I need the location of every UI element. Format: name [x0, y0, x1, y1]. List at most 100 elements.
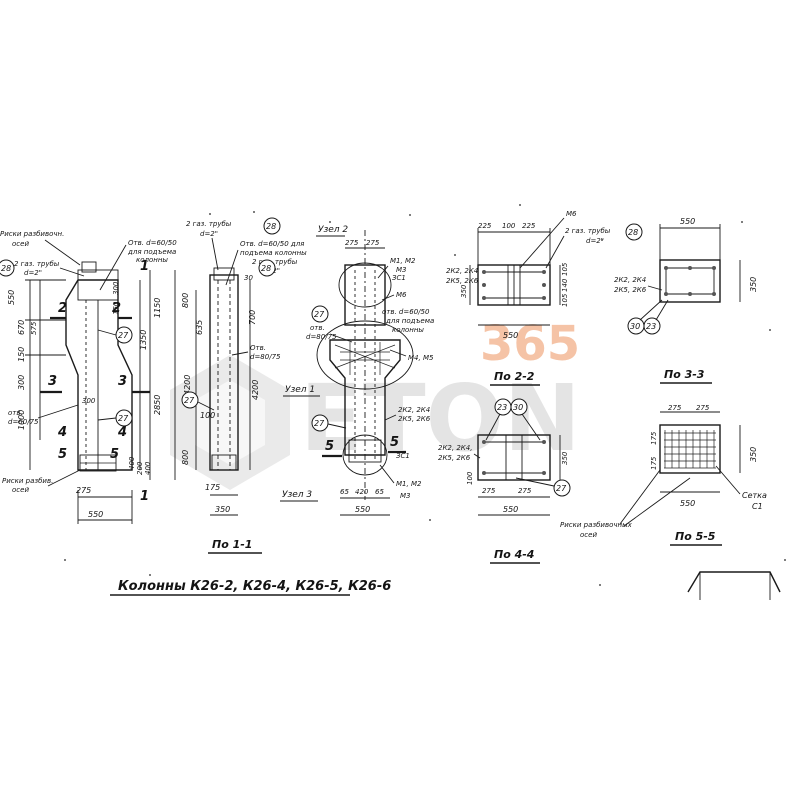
note-otv-mid-4: d=80/75 [250, 353, 281, 361]
mark-k24-s33: 2К2, 2К4 [614, 276, 646, 284]
section-title-3-3: По 3-3 [664, 368, 705, 381]
dim-550-b: 550 [88, 510, 103, 519]
section-title-4-4: По 4-4 [494, 548, 534, 561]
callout-28-c: 28 [261, 264, 271, 273]
dim-800-b: 800 [181, 450, 190, 465]
mark-m6: М6 [396, 291, 407, 299]
mark-m1m2-b: М1, М2 [396, 480, 422, 488]
note-osi-bottom: осей [12, 486, 29, 494]
dim-275-e: 275 [518, 487, 532, 495]
mark-zc1-b: ЗС1 [396, 452, 410, 460]
mark-m3-b: М3 [400, 492, 411, 500]
cut-5-node-left: 5 [325, 439, 334, 454]
note-osi-top: осей [12, 240, 29, 248]
note-otv-mid-1: Отв. d=60/50 для [240, 240, 304, 248]
note-otv-left-1: отв. [8, 409, 23, 417]
dim-300-b: 300 [112, 281, 120, 295]
dim-225-a: 225 [478, 222, 492, 230]
dim-100-c: 100 [466, 471, 474, 485]
cut-1-bottom: 1 [140, 489, 149, 504]
note-gaz-mid-2: d=2" [200, 230, 218, 238]
note-otv-mid-2: подъема колонны [240, 249, 307, 257]
note-riski-top: Риски разбивочн. [0, 230, 64, 238]
note-otv-mid-3: Отв. [250, 344, 266, 352]
mark-m3: М3 [396, 266, 407, 274]
cut-5-node-right: 5 [390, 435, 399, 450]
note-gaz-mid-3: 2 газ. трубы [252, 258, 298, 266]
section-3-3: 550 350 2К2, 2К4 2К5, 2К6 30 23 По 3-3 [614, 217, 758, 384]
dim-150-b: 150 [112, 301, 120, 315]
cut-4-left: 4 [57, 425, 67, 440]
mark-m1m2: М1, М2 [390, 257, 416, 265]
mark-zc1: ЗС1 [392, 274, 406, 282]
cut-3-right: 3 [118, 374, 127, 389]
section-title-2-2: По 2-2 [494, 370, 535, 383]
mark-k56-s33: 2К5, 2К6 [614, 286, 647, 294]
dim-2850: 2850 [153, 395, 162, 415]
dim-65-a: 65 [340, 488, 349, 496]
node-3-label: Узел 3 [282, 490, 312, 500]
note-gaz-r-2: d=2" [586, 237, 604, 245]
dim-635: 635 [195, 320, 204, 335]
dim-65-b: 65 [375, 488, 384, 496]
callout-27-e: 27 [314, 419, 325, 428]
dim-1350: 1350 [139, 330, 148, 350]
dim-550-e: 550 [680, 217, 695, 226]
dim-175-a: 175 [650, 431, 658, 445]
dim-105-a: 105 [561, 262, 569, 276]
drawing-title: Колонны К26-2, К26-4, К26-5, К26-6 [118, 579, 391, 594]
dim-275-c: 275 [366, 239, 380, 247]
note-otv-top-1: Отв. d=60/50 [128, 239, 177, 247]
section-title-1-1: По 1-1 [212, 538, 252, 551]
note-gaz-left-1: 2 газ. трубы [14, 260, 60, 268]
section-5-5: 275 275 175 175 350 550 Сетка С1 Риски р… [560, 404, 781, 600]
mark-k24: 2К2, 2К4 [398, 406, 430, 414]
dim-300-c: 300 [82, 397, 96, 405]
dim-1150: 1150 [153, 298, 162, 318]
callout-28-left: 28 [1, 264, 11, 273]
dim-175-b: 175 [650, 456, 658, 470]
dim-400-b: 400 [144, 461, 152, 475]
dim-275-f: 275 [668, 404, 682, 412]
dim-140: 140 [561, 278, 569, 292]
column-nodes: 275 275 65 420 65 550 Узел 2 Узел 1 Узел… [280, 225, 434, 516]
node1-hatching [334, 342, 396, 375]
section-title-5-5: По 5-5 [675, 530, 716, 543]
dim-275-d: 275 [482, 487, 496, 495]
note-otv-top-3: колонны [136, 256, 168, 264]
node-1-label: Узел 1 [285, 385, 315, 395]
callout-23-b: 23 [497, 403, 507, 412]
dim-700: 700 [248, 310, 257, 325]
note-gaz-left-2: d=2" [24, 269, 42, 277]
column-elevation-left: 550 670 150 300 1000 575 300 150 300 400… [0, 230, 177, 524]
dim-4200-a: 4200 [183, 375, 192, 395]
callout-27-g: 27 [556, 484, 567, 493]
cut-2-left: 2 [58, 301, 67, 316]
note-otv-n3: отв. d=60/50 [382, 308, 430, 316]
dim-670: 670 [17, 320, 26, 335]
dim-275: 275 [76, 486, 91, 495]
callout-27-b: 27 [118, 414, 129, 423]
dim-550-g: 550 [680, 499, 695, 508]
mark-k56: 2К5, 2К6 [398, 415, 431, 423]
callout-27-a: 27 [118, 331, 129, 340]
mesh-c1 [664, 430, 716, 469]
mark-k24-s44: 2К2, 2К4, [438, 444, 472, 452]
mark-k24-r: 2К2, 2К4 [446, 267, 478, 275]
dim-1000: 1000 [17, 410, 26, 430]
mark-m6-r: М6 [566, 210, 577, 218]
mark-m4m5: М4, М5 [408, 354, 434, 362]
dim-350-e: 350 [749, 447, 758, 462]
section-1-1: 1150 1350 2850 4200 800 635 800 700 4200… [139, 217, 307, 554]
dim-550-c: 550 [355, 505, 370, 514]
cut-5-left: 5 [58, 447, 67, 462]
cut-2-right: 2 [112, 301, 121, 316]
callout-27-c: 27 [184, 396, 195, 405]
note-gaz-r-1: 2 газ. трубы [565, 227, 611, 235]
dim-350-b: 350 [460, 284, 468, 298]
note-riski-bottom: Риски разбив. [2, 477, 53, 485]
callout-28-d: 28 [628, 228, 638, 237]
dim-225-b: 225 [522, 222, 536, 230]
watermark-brand: ETON [300, 365, 581, 472]
